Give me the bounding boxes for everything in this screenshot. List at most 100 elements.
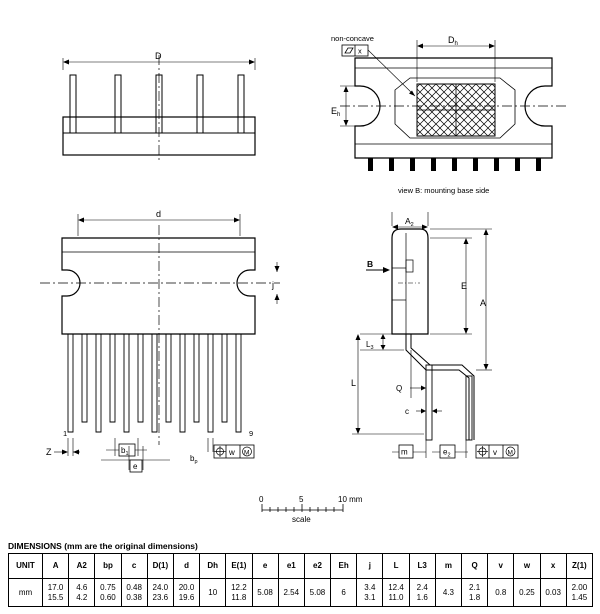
svg-text:w: w [228, 448, 235, 457]
header-unit: UNIT [8, 553, 43, 579]
header-c: c [120, 553, 148, 579]
header-bp: bp [94, 553, 122, 579]
dimensions-title: DIMENSIONS (mm are the original dimensio… [8, 541, 198, 551]
value-cell: 5.08 [303, 578, 332, 607]
svg-text:b1: b1 [121, 446, 129, 457]
header-e1: e1 [277, 553, 305, 579]
position-tolerance-frame-right [475, 444, 519, 459]
svg-text:bp: bp [190, 454, 198, 465]
label-pin-1: 1 [63, 429, 67, 438]
front-view: d j 1 9 Z b1 e bp [40, 209, 280, 473]
label-e: e [133, 462, 138, 471]
value-cell: 6 [330, 578, 358, 607]
view-b-pins [368, 158, 541, 171]
header-A2: A2 [68, 553, 96, 579]
position-tolerance-frame-left [213, 444, 255, 459]
svg-text:e2: e2 [443, 448, 451, 459]
header-d: d [172, 553, 201, 579]
label-D: D [155, 51, 162, 61]
label-non-concave: non-concave [331, 34, 374, 43]
header-e: e [251, 553, 279, 579]
scale-tick-10: 10 mm [338, 495, 363, 504]
header-L3: L3 [408, 553, 436, 579]
header-Eh: Eh [330, 553, 358, 579]
header-A: A [41, 553, 70, 579]
header-L: L [382, 553, 410, 579]
front-view-leads [67, 334, 242, 433]
label-Z: Z [46, 447, 52, 457]
label-Q: Q [396, 384, 402, 393]
svg-text:v: v [493, 448, 497, 457]
label-A: A [480, 298, 486, 308]
mmc-symbol [242, 446, 252, 457]
bent-lead [405, 334, 470, 440]
scale-bar: 0 5 10 mm scale [259, 495, 363, 524]
label-Dh: D [448, 35, 455, 45]
label-e2: e [443, 448, 448, 457]
value-cell: 10 [199, 578, 227, 607]
label-j: j [271, 280, 274, 290]
value-cell: 0.25 [513, 578, 541, 607]
caption-view-b: view B: mounting base side [398, 186, 489, 195]
header-v: v [487, 553, 515, 579]
label-m: m [401, 448, 408, 457]
dimensions-table: UNIT A A2 bp c D(1) d Dh E(1) e e1 e2 Eh… [8, 553, 594, 607]
header-x: x [539, 553, 567, 579]
mmc-symbol [505, 446, 516, 457]
svg-text:x: x [358, 47, 362, 56]
package-outline-drawing: D Dh Eh [40, 34, 566, 524]
header-Q: Q [460, 553, 489, 579]
top-view: D [62, 51, 256, 160]
header-E: E(1) [225, 553, 253, 579]
label-B: B [367, 259, 373, 269]
header-Z: Z(1) [565, 553, 594, 579]
label-c: c [405, 407, 409, 416]
value-cell: 5.08 [251, 578, 279, 607]
label-L3: L [366, 340, 371, 349]
scale-tick-0: 0 [259, 495, 264, 504]
value-cell: 4.3 [434, 578, 463, 607]
svg-text:A2: A2 [405, 216, 414, 228]
header-e2: e2 [303, 553, 332, 579]
svg-text:Dh: Dh [448, 35, 458, 47]
label-Eh: E [331, 106, 337, 116]
top-view-pins [69, 74, 245, 134]
svg-text:M: M [244, 450, 249, 457]
label-d: d [156, 209, 161, 219]
label-pin-9: 9 [249, 429, 253, 438]
position-icon [214, 446, 226, 457]
header-j: j [356, 553, 384, 579]
side-view: A2 B E A L3 L Q c [351, 212, 519, 459]
position-icon [477, 446, 488, 457]
unit-cell: mm [8, 578, 43, 607]
label-A2: A [405, 216, 411, 226]
label-bp: b [190, 454, 195, 463]
label-b1: b [121, 446, 126, 455]
value-cell: 0.8 [487, 578, 515, 607]
header-Dh: Dh [199, 553, 227, 579]
value-cell: 0.03 [539, 578, 567, 607]
header-D: D(1) [146, 553, 174, 579]
header-m: m [434, 553, 463, 579]
view-b-mounting-base: Dh Eh non-concave x view B: mounting bas… [331, 34, 566, 195]
label-E: E [461, 281, 467, 291]
dimensions-header-row: UNIT A A2 bp c D(1) d Dh E(1) e e1 e2 Eh… [8, 553, 594, 579]
flatness-icon [344, 47, 354, 54]
svg-text:M: M [508, 450, 513, 457]
label-L: L [351, 378, 356, 388]
svg-text:Eh: Eh [331, 106, 340, 118]
scale-label: scale [292, 515, 311, 524]
